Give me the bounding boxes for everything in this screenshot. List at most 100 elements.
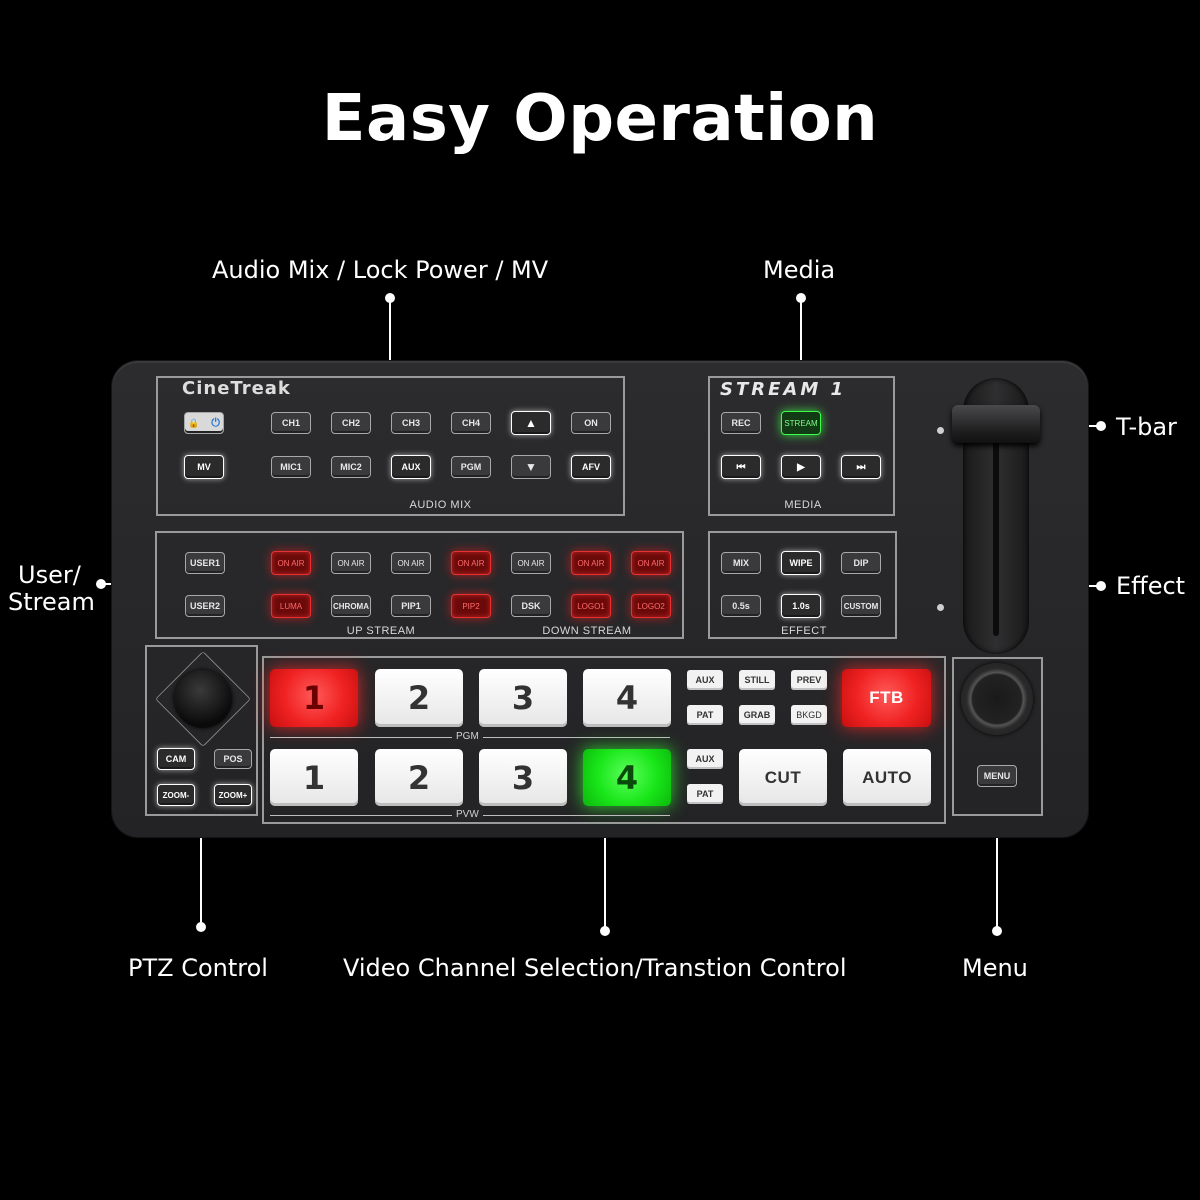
media-panel (708, 376, 895, 516)
pip2-button[interactable]: PIP2 (451, 594, 491, 618)
chroma-button[interactable]: CHROMA (331, 595, 371, 617)
joystick-knob[interactable] (174, 670, 232, 728)
user-stream-panel (155, 531, 684, 639)
callout-effect: Effect (1116, 572, 1186, 600)
still-button[interactable]: STILL (739, 670, 775, 690)
media-label: MEDIA (784, 499, 822, 511)
stream-button[interactable]: STREAM (781, 411, 821, 435)
ch2-button[interactable]: CH2 (331, 412, 371, 434)
tbar-indicator (937, 604, 944, 611)
pvw-label: PVW (452, 809, 483, 820)
custom-button[interactable]: CUSTOM (841, 595, 881, 617)
callout-dot (600, 926, 610, 936)
effect-label: EFFECT (781, 625, 827, 637)
dsk-button[interactable]: DSK (511, 595, 551, 617)
mix-button[interactable]: MIX (721, 552, 761, 574)
duration-05-button[interactable]: 0.5s (721, 595, 761, 617)
logo1-button[interactable]: LOGO1 (571, 594, 611, 618)
on-air-logo2-button[interactable]: ON AIR (631, 551, 671, 575)
pat-pvw-button[interactable]: PAT (687, 784, 723, 804)
callout-dot (1096, 581, 1106, 591)
callout-ptz: PTZ Control (128, 954, 268, 982)
pat-pgm-button[interactable]: PAT (687, 705, 723, 725)
callout-line (200, 816, 202, 926)
on-air-logo1-button[interactable]: ON AIR (571, 551, 611, 575)
lock-power-button[interactable]: 🔒 ⏻ (184, 412, 224, 434)
pgm-1-button[interactable]: 1 (270, 669, 358, 727)
pvw-1-button[interactable]: 1 (270, 749, 358, 806)
luma-button[interactable]: LUMA (271, 594, 311, 618)
zoom-minus-button[interactable]: ZOOM- (157, 784, 195, 806)
stream-title: STREAM 1 (720, 379, 847, 400)
mic1-button[interactable]: MIC1 (271, 456, 311, 478)
afv-button[interactable]: AFV (571, 455, 611, 479)
zoom-plus-button[interactable]: ZOOM+ (214, 784, 252, 806)
callout-video: Video Channel Selection/Transtion Contro… (343, 954, 847, 982)
cut-button[interactable]: CUT (739, 749, 827, 806)
on-air-dsk-button[interactable]: ON AIR (511, 552, 551, 574)
pvw-3-button[interactable]: 3 (479, 749, 567, 806)
pgm-2-button[interactable]: 2 (375, 669, 463, 727)
grab-button[interactable]: GRAB (739, 705, 775, 725)
ch4-button[interactable]: CH4 (451, 412, 491, 434)
ftb-button[interactable]: FTB (842, 669, 931, 727)
rec-button[interactable]: REC (721, 412, 761, 434)
on-air-pip1-button[interactable]: ON AIR (391, 552, 431, 574)
pip1-button[interactable]: PIP1 (391, 595, 431, 617)
logo2-button[interactable]: LOGO2 (631, 594, 671, 618)
audio-mix-panel (156, 376, 625, 516)
pgm-4-button[interactable]: 4 (583, 669, 671, 727)
mv-button[interactable]: MV (184, 455, 224, 479)
play-icon[interactable]: ▶ (781, 455, 821, 479)
tbar-handle[interactable] (952, 405, 1040, 443)
on-button[interactable]: ON (571, 412, 611, 434)
auto-button[interactable]: AUTO (843, 749, 931, 806)
user1-button[interactable]: USER1 (185, 552, 225, 574)
tbar-indicator (937, 427, 944, 434)
power-icon: ⏻ (211, 416, 220, 429)
volume-down-button[interactable]: ▼ (511, 455, 551, 479)
callout-user-stream-2: Stream (8, 588, 95, 616)
wipe-button[interactable]: WIPE (781, 551, 821, 575)
duration-10-button[interactable]: 1.0s (781, 594, 821, 618)
callout-tbar: T-bar (1116, 413, 1177, 441)
prev-button[interactable]: PREV (791, 670, 827, 690)
ch1-button[interactable]: CH1 (271, 412, 311, 434)
ch3-button[interactable]: CH3 (391, 412, 431, 434)
dip-button[interactable]: DIP (841, 552, 881, 574)
pgm-audio-button[interactable]: PGM (451, 456, 491, 478)
callout-media: Media (763, 256, 836, 284)
joystick-area (155, 651, 251, 747)
on-air-luma-button[interactable]: ON AIR (271, 551, 311, 575)
callout-line (996, 816, 998, 928)
pvw-2-button[interactable]: 2 (375, 749, 463, 806)
brand-logo: CineTreak (182, 378, 291, 399)
on-air-pip2-button[interactable]: ON AIR (451, 551, 491, 575)
callout-line (389, 298, 391, 376)
callout-audio-mix: Audio Mix / Lock Power / MV (212, 256, 549, 284)
aux-pgm-button[interactable]: AUX (687, 670, 723, 690)
callout-user-stream: User/ (18, 561, 81, 589)
cam-button[interactable]: CAM (157, 748, 195, 770)
callout-dot (196, 922, 206, 932)
menu-button[interactable]: MENU (977, 765, 1017, 787)
pvw-4-button[interactable]: 4 (583, 749, 671, 806)
previous-icon[interactable]: ⏮ (721, 455, 761, 479)
pgm-label: PGM (452, 731, 483, 742)
pgm-3-button[interactable]: 3 (479, 669, 567, 727)
aux-audio-button[interactable]: AUX (391, 455, 431, 479)
pos-button[interactable]: POS (214, 749, 252, 769)
lock-icon: 🔒 (188, 417, 200, 428)
on-air-chroma-button[interactable]: ON AIR (331, 552, 371, 574)
effect-panel (708, 531, 897, 639)
user2-button[interactable]: USER2 (185, 595, 225, 617)
menu-knob[interactable] (961, 663, 1033, 735)
mic2-button[interactable]: MIC2 (331, 456, 371, 478)
next-icon[interactable]: ⏭ (841, 455, 881, 479)
menu-panel (952, 657, 1043, 816)
aux-pvw-button[interactable]: AUX (687, 749, 723, 769)
video-panel (262, 656, 946, 824)
volume-up-button[interactable]: ▲ (511, 411, 551, 435)
callout-line (800, 298, 802, 376)
bkgd-button[interactable]: BKGD (791, 705, 827, 725)
